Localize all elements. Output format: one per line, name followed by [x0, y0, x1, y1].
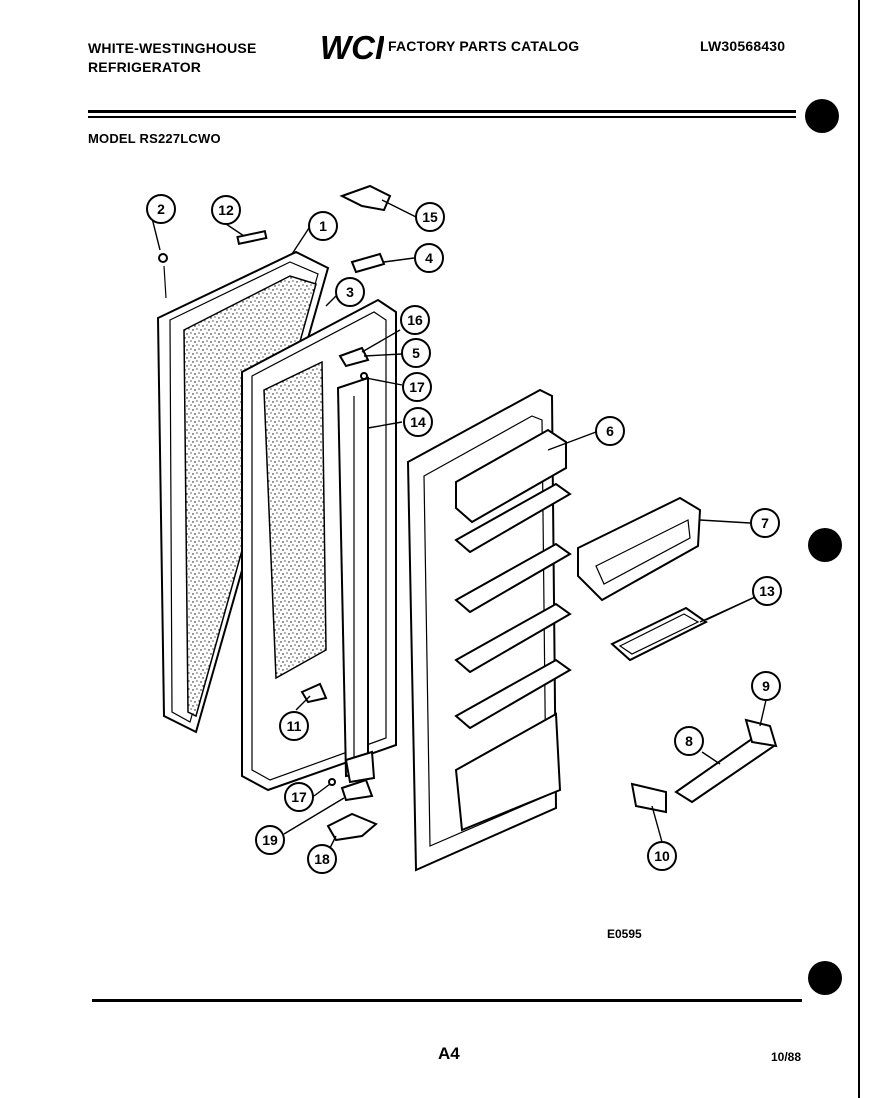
- callout-18: 18: [307, 844, 337, 874]
- butter-dish: [610, 606, 708, 662]
- callout-12: 12: [211, 195, 241, 225]
- svg-text:9: 9: [762, 678, 770, 694]
- svg-text:5: 5: [412, 345, 420, 361]
- callout-13: 13: [752, 576, 782, 606]
- catalog-title: FACTORY PARTS CATALOG: [388, 38, 580, 54]
- svg-text:18: 18: [314, 851, 330, 867]
- inner-door-liner: [406, 388, 572, 872]
- product-type: REFRIGERATOR: [88, 59, 202, 75]
- svg-text:17: 17: [409, 379, 425, 395]
- door-gasket: [241, 298, 397, 792]
- callout-7: 7: [750, 508, 780, 538]
- callout-16: 16: [400, 305, 430, 335]
- svg-text:7: 7: [761, 515, 769, 531]
- svg-text:15: 15: [422, 209, 438, 225]
- callout-11: 11: [279, 711, 309, 741]
- svg-text:8: 8: [685, 733, 693, 749]
- svg-text:1: 1: [319, 218, 327, 234]
- callout-2: 2: [146, 194, 176, 224]
- callout-10: 10: [647, 841, 677, 871]
- callout-14: 14: [403, 407, 433, 437]
- svg-text:17: 17: [291, 789, 307, 805]
- callout-1: 1: [308, 211, 338, 241]
- model-label: MODEL RS227LCWO: [88, 131, 221, 146]
- svg-text:16: 16: [407, 312, 423, 328]
- binder-hole: [808, 528, 842, 562]
- binder-hole: [805, 99, 839, 133]
- svg-text:19: 19: [262, 832, 278, 848]
- document-number: LW30568430: [700, 38, 786, 54]
- callout-5: 5: [401, 338, 431, 368]
- svg-text:3: 3: [346, 284, 354, 300]
- svg-text:6: 6: [606, 423, 614, 439]
- header-rule-thin: [88, 116, 796, 118]
- small-parts: [158, 184, 392, 842]
- svg-text:12: 12: [218, 202, 234, 218]
- door-shelf-bin: [577, 496, 702, 602]
- svg-text:4: 4: [425, 250, 433, 266]
- callout-17: 17: [402, 372, 432, 402]
- callout-17-lower: 17: [284, 782, 314, 812]
- callout-3: 3: [335, 277, 365, 307]
- callout-8: 8: [674, 726, 704, 756]
- diagram-code: E0595: [607, 927, 642, 941]
- page-id: A4: [438, 1044, 460, 1063]
- callout-19: 19: [255, 825, 285, 855]
- callout-4: 4: [414, 243, 444, 273]
- footer-rule: [92, 999, 802, 1002]
- svg-text:13: 13: [759, 583, 775, 599]
- callout-15: 15: [415, 202, 445, 232]
- brand-name: WHITE-WESTINGHOUSE: [88, 40, 257, 56]
- logo-text: WCI: [320, 30, 384, 64]
- binder-hole: [808, 961, 842, 995]
- header-rule: [88, 110, 796, 113]
- callout-6: 6: [595, 416, 625, 446]
- svg-text:2: 2: [157, 201, 165, 217]
- callout-9: 9: [751, 671, 781, 701]
- breaker-strip: [336, 376, 376, 784]
- bottle-retainer: [630, 718, 778, 814]
- wci-logo: WCI: [320, 30, 384, 64]
- svg-text:11: 11: [287, 718, 302, 734]
- svg-text:10: 10: [654, 848, 670, 864]
- page-edge: [858, 0, 860, 1098]
- svg-text:14: 14: [410, 414, 426, 430]
- leader-lines: [149, 199, 767, 849]
- revision-date: 10/88: [771, 1050, 802, 1064]
